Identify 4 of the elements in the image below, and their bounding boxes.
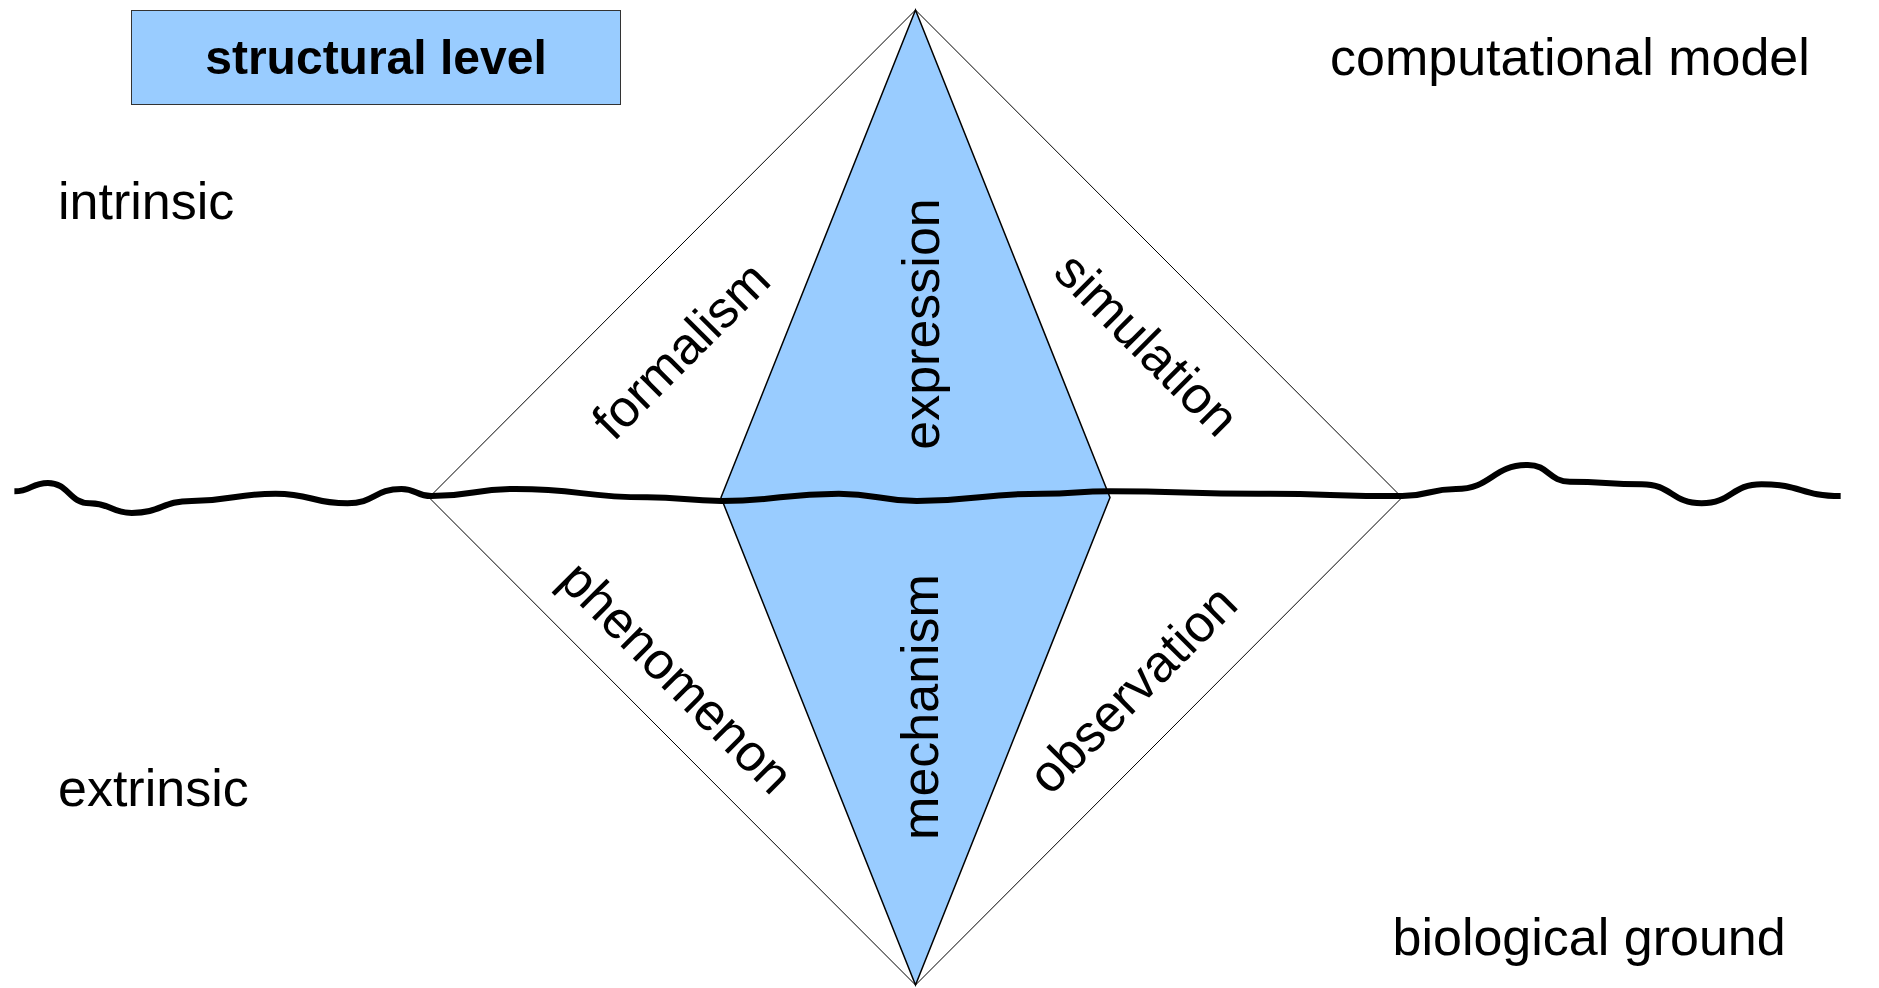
side-label: extrinsic: [58, 762, 249, 814]
center-label: mechanism: [893, 574, 946, 840]
side-label: intrinsic: [58, 175, 235, 227]
title-box: structural level: [131, 10, 621, 105]
